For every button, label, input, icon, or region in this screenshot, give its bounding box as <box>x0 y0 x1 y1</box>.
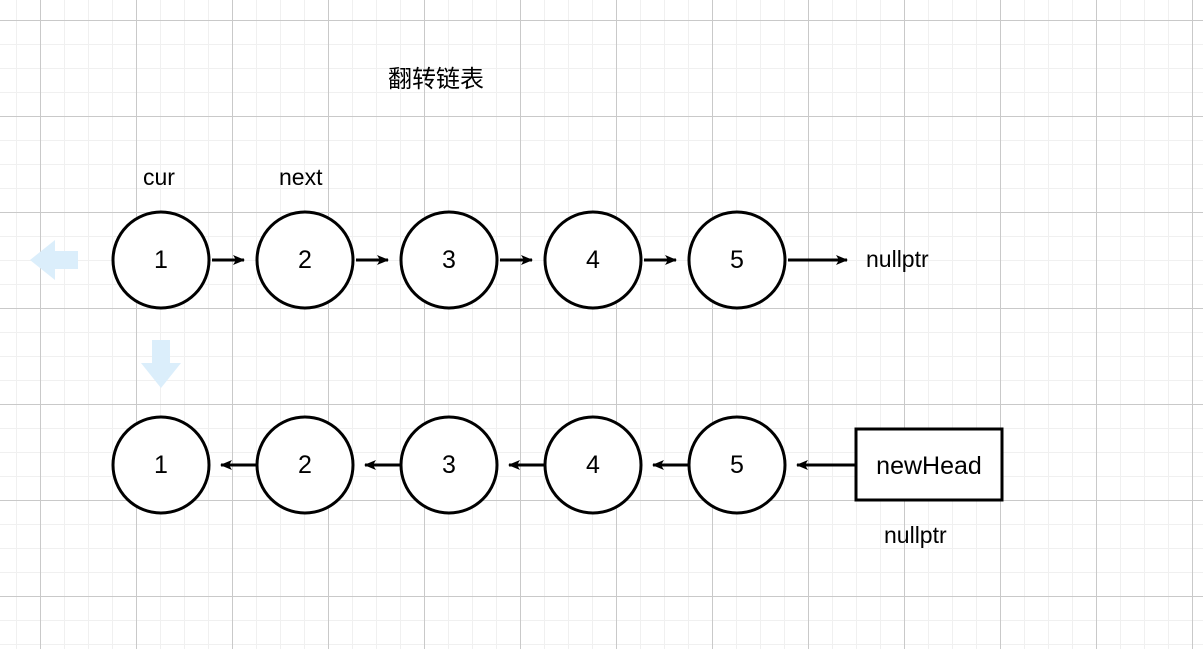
node-row2-2[interactable]: 2 <box>255 415 355 515</box>
node-row2-1[interactable]: 1 <box>111 415 211 515</box>
node-label: 2 <box>298 451 312 479</box>
row2-box-caption-nullptr: nullptr <box>884 522 947 548</box>
node-label: 1 <box>154 451 168 479</box>
left-hint-arrow <box>30 240 78 280</box>
node-row1-4[interactable]: 4 <box>543 210 643 310</box>
node-label: 1 <box>154 246 168 274</box>
node-row1-2[interactable]: 2 <box>255 210 355 310</box>
node-label: 2 <box>298 246 312 274</box>
node-label: 5 <box>730 246 744 274</box>
pointer-label-cur: cur <box>143 164 175 190</box>
node-label: 4 <box>586 246 600 274</box>
node-row1-3[interactable]: 3 <box>399 210 499 310</box>
row-original-list: 1 2 3 4 5 <box>111 210 848 310</box>
pointer-label-next: next <box>279 164 323 190</box>
down-hint-arrow <box>141 340 181 388</box>
newhead-box-label: newHead <box>876 452 982 480</box>
node-row2-3[interactable]: 3 <box>399 415 499 515</box>
node-label: 4 <box>586 451 600 479</box>
node-row2-4[interactable]: 4 <box>543 415 643 515</box>
node-label: 3 <box>442 246 456 274</box>
newhead-box[interactable]: newHead <box>854 427 1004 502</box>
node-label: 5 <box>730 451 744 479</box>
node-row1-5[interactable]: 5 <box>687 210 787 310</box>
row-reversed-list: 1 2 3 4 5 newHead <box>111 415 1004 515</box>
row1-terminator-nullptr: nullptr <box>866 246 929 272</box>
node-row2-5[interactable]: 5 <box>687 415 787 515</box>
node-label: 3 <box>442 451 456 479</box>
node-row1-1[interactable]: 1 <box>111 210 211 310</box>
page-title: 翻转链表 <box>388 66 484 93</box>
